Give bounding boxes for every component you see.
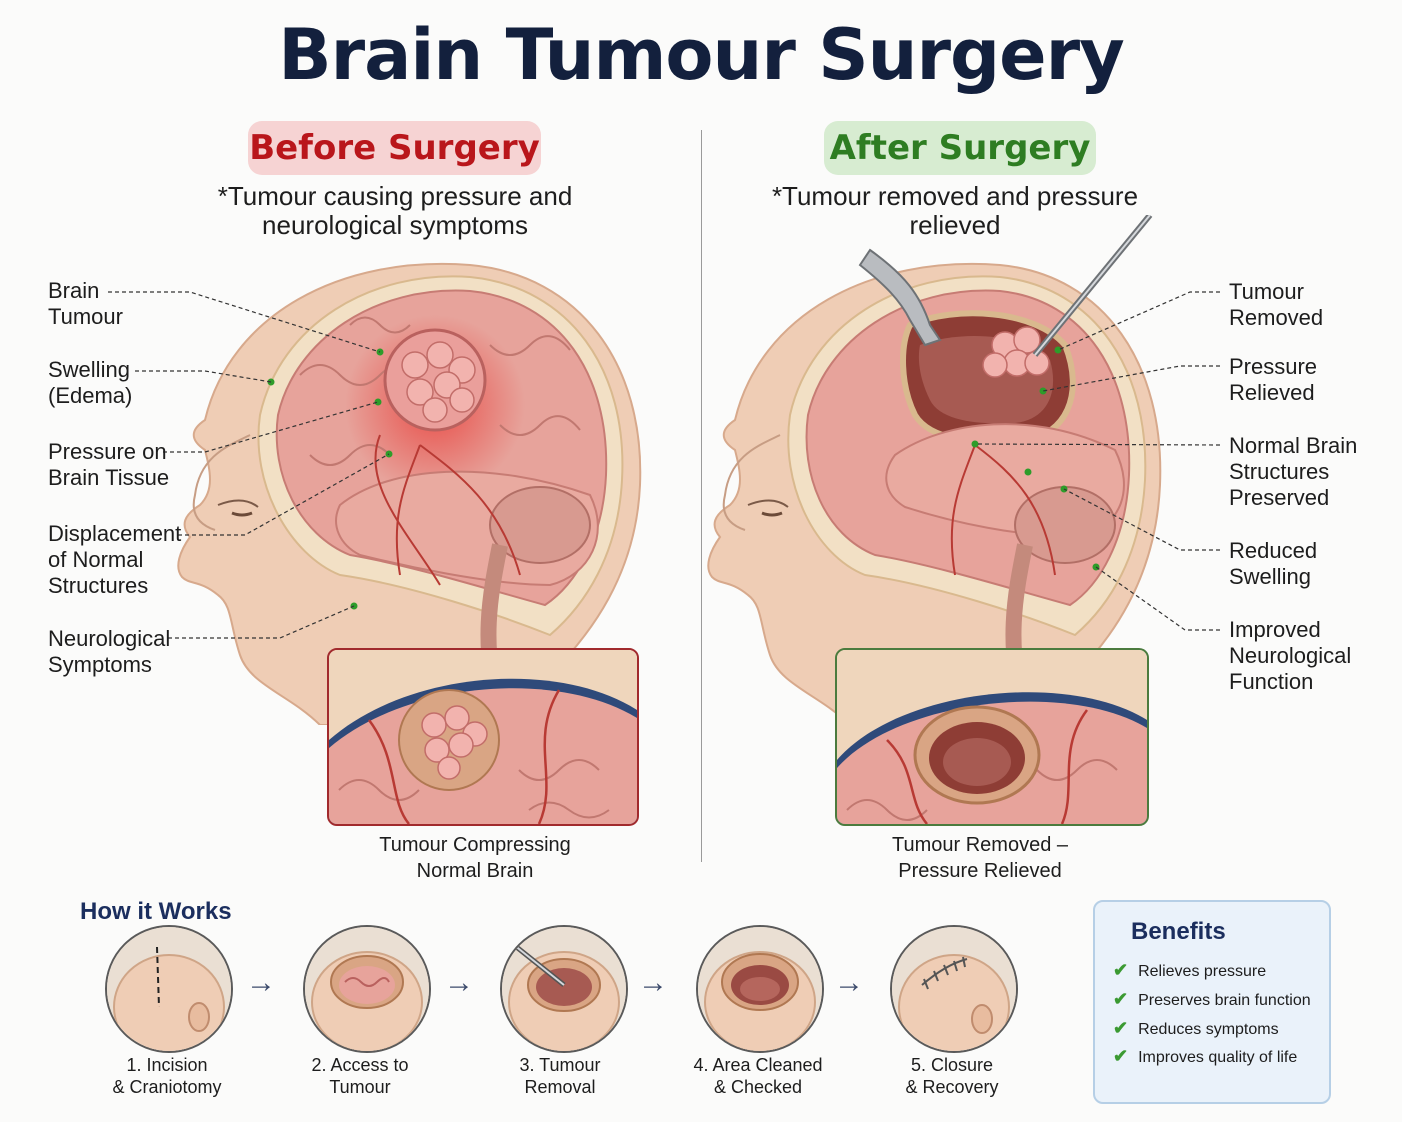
after-closeup-inset	[835, 648, 1149, 826]
before-head-illustration	[177, 263, 642, 725]
step-4-label: 4. Area Cleaned& Checked	[693, 1055, 823, 1097]
how-it-works-heading: How it Works	[80, 898, 232, 925]
benefit-item: ✔Preserves brain function	[1113, 989, 1311, 1009]
before-subtitle: *Tumour causing pressure and neurologica…	[217, 181, 573, 240]
after-subtitle: *Tumour removed and pressure relieved	[771, 181, 1139, 240]
check-icon: ✔	[1113, 1018, 1129, 1038]
arrow-right-icon: →	[638, 966, 668, 999]
arrow-right-icon: →	[834, 966, 864, 999]
step-1-label: 1. Incision& Craniotomy	[112, 1055, 222, 1097]
benefits-panel: Benefits ✔Relieves pressure ✔Preserves b…	[1093, 900, 1331, 1104]
section-divider	[701, 130, 702, 862]
check-icon: ✔	[1113, 960, 1129, 980]
after-head-illustration	[707, 215, 1162, 725]
check-icon: ✔	[1113, 989, 1129, 1009]
arrow-right-icon: →	[246, 966, 276, 999]
step-5-label: 5. Closure& Recovery	[905, 1055, 999, 1097]
benefit-item: ✔Relieves pressure	[1113, 960, 1267, 980]
page-title: Brain Tumour Surgery	[278, 14, 1124, 96]
benefit-item: ✔Reduces symptoms	[1113, 1018, 1279, 1038]
after-inset-caption: Tumour Removed –Pressure Relieved	[892, 834, 1068, 882]
benefits-heading: Benefits	[1131, 918, 1226, 945]
step-access-icon	[303, 925, 431, 1053]
arrow-right-icon: →	[444, 966, 474, 999]
step-tumour-removal-icon	[500, 925, 628, 1053]
step-incision-icon	[105, 925, 233, 1053]
label-swelling-edema: Swelling(Edema)	[48, 357, 133, 408]
after-surgery-heading: After Surgery	[824, 121, 1096, 175]
step-closure-icon	[890, 925, 1018, 1053]
step-area-cleaned-icon	[696, 925, 824, 1053]
check-icon: ✔	[1113, 1046, 1129, 1066]
before-surgery-heading: Before Surgery	[248, 121, 541, 175]
before-closeup-inset	[327, 648, 639, 826]
benefit-item: ✔Improves quality of life	[1113, 1046, 1298, 1066]
